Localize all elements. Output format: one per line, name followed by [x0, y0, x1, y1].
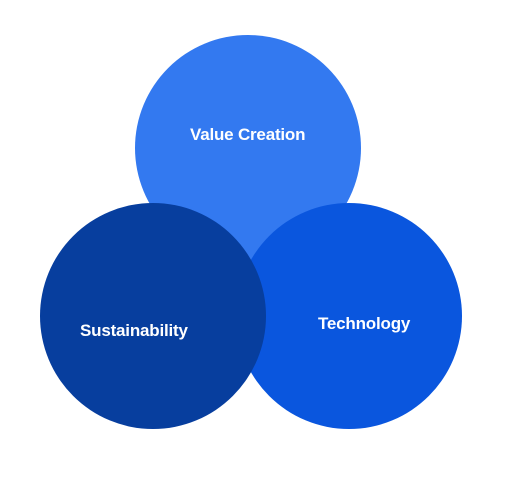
- label-technology: Technology: [318, 314, 411, 333]
- circle-technology: [236, 203, 462, 429]
- label-value-creation: Value Creation: [190, 125, 306, 144]
- label-sustainability: Sustainability: [80, 321, 188, 340]
- circle-sustainability: [40, 203, 266, 429]
